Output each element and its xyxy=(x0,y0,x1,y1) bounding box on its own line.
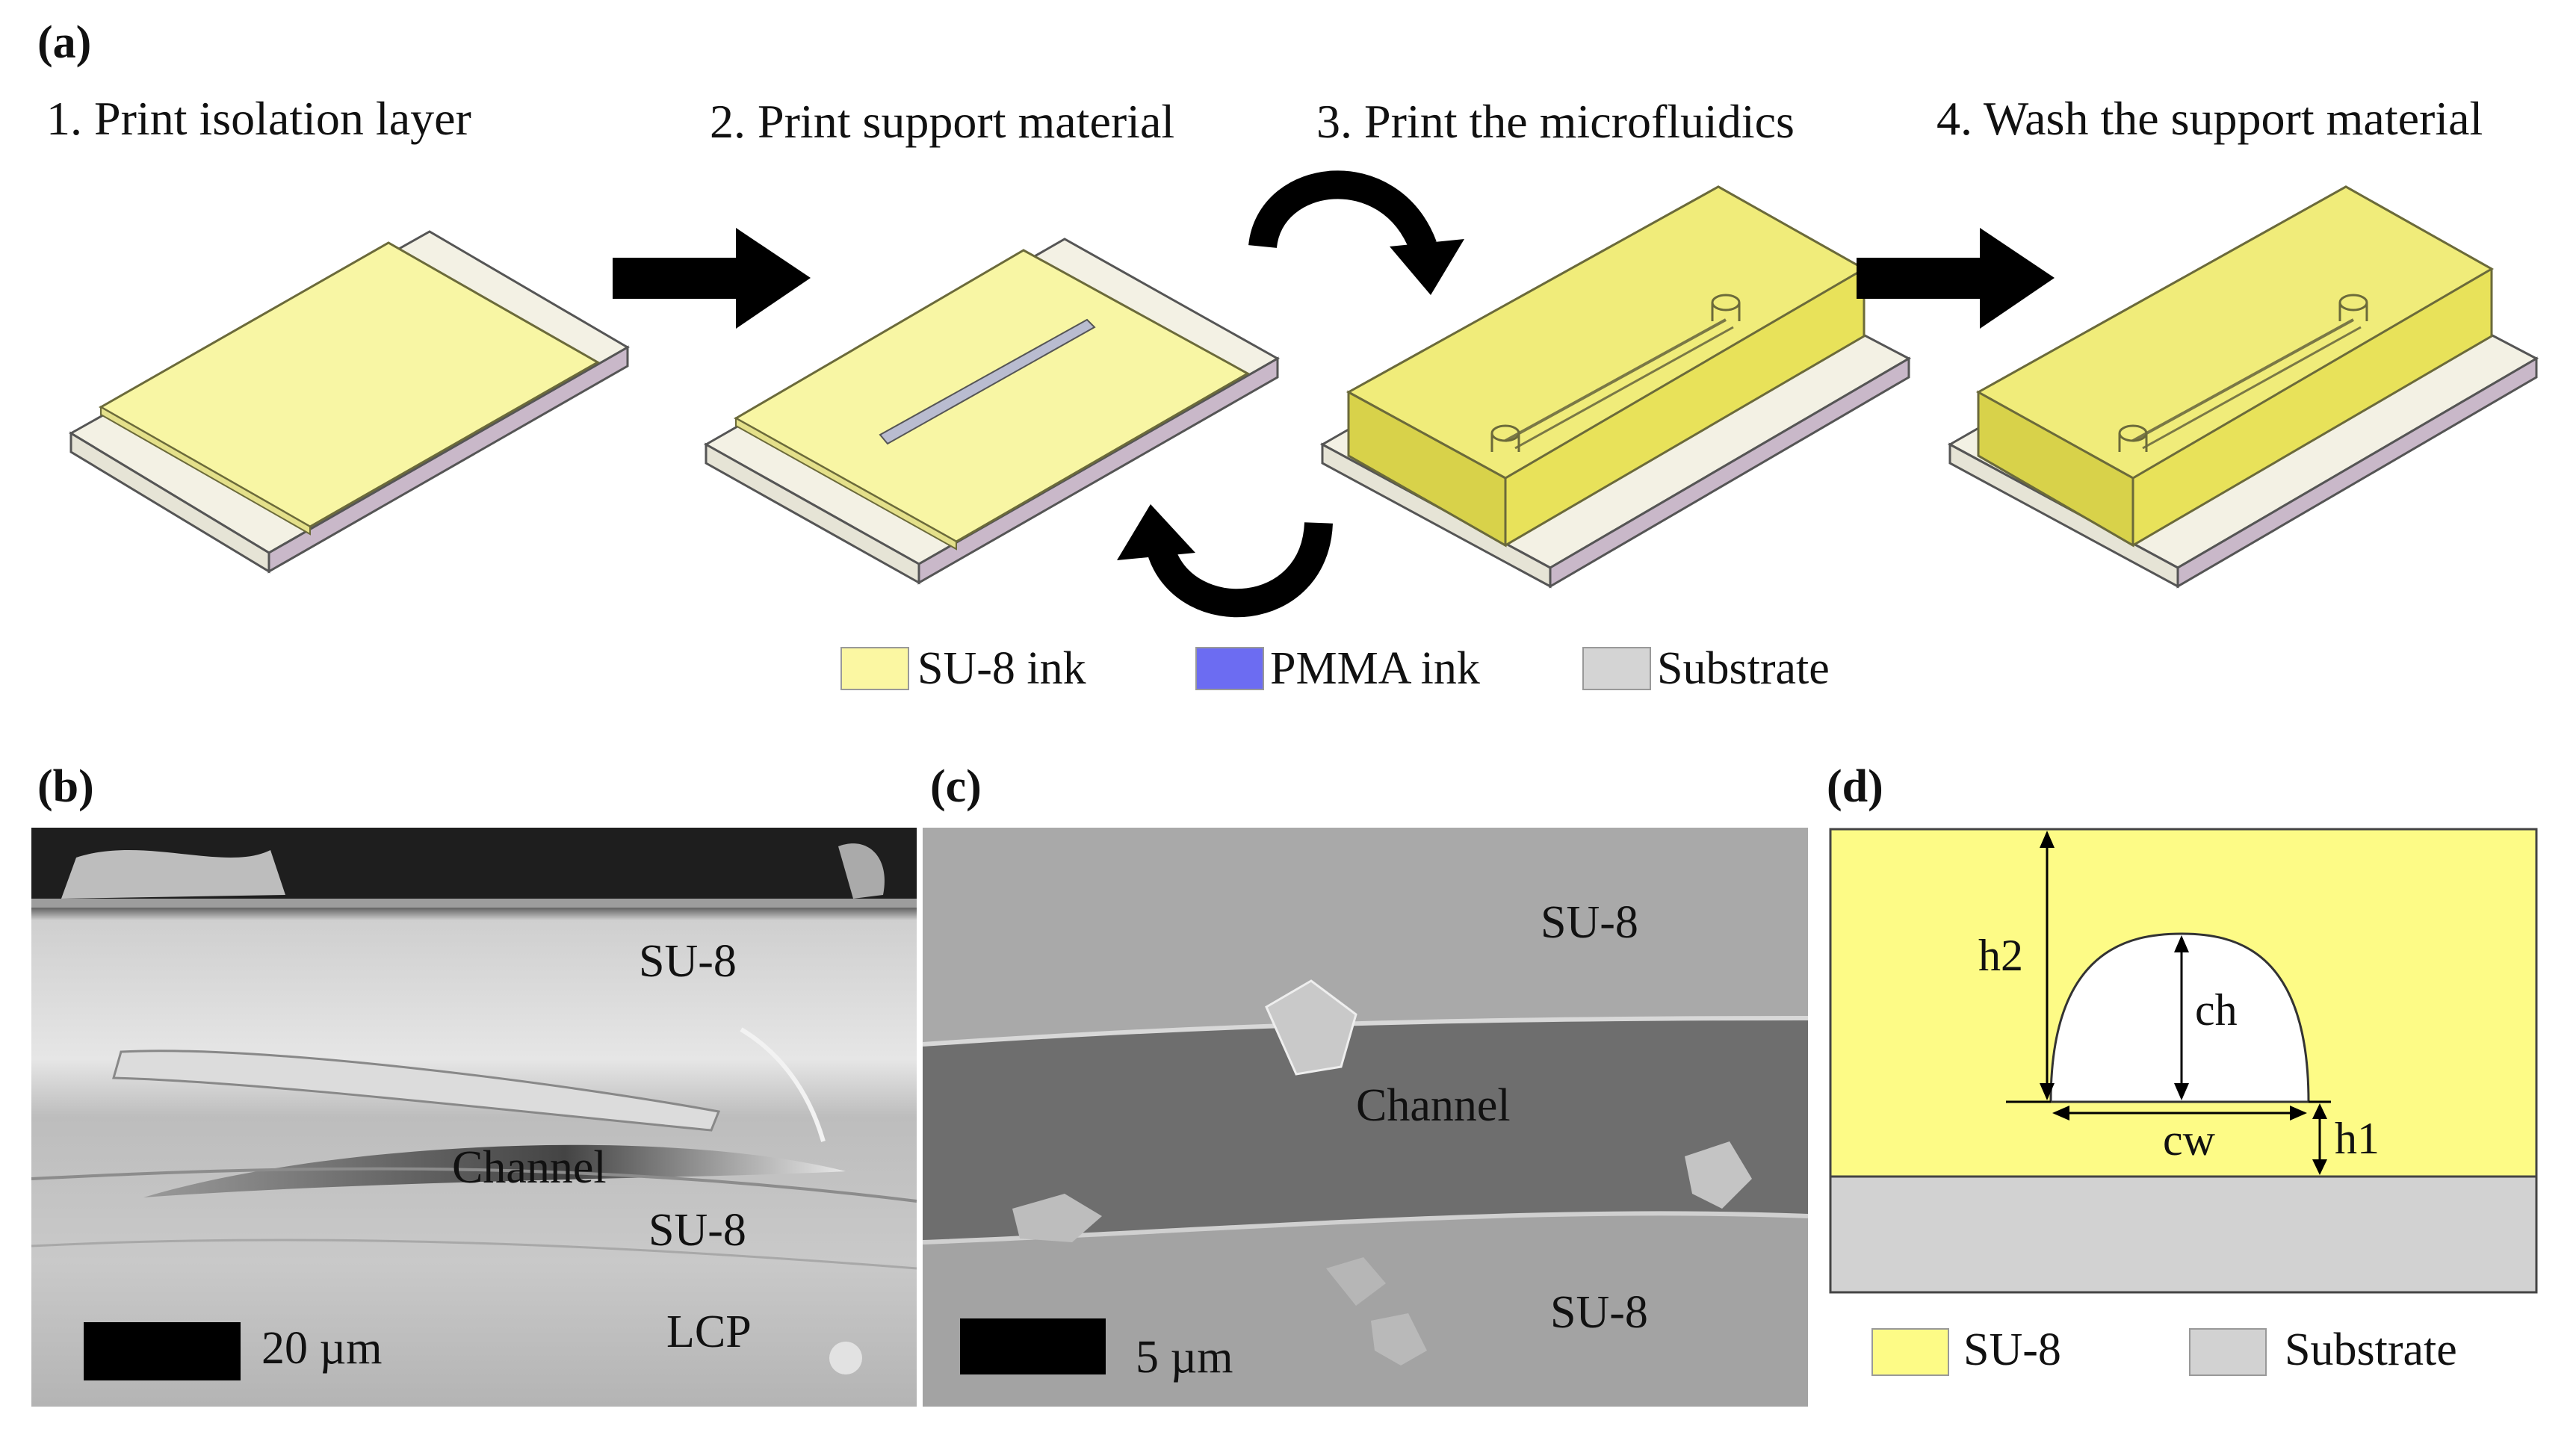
sem-c-label-su8-bottom: SU-8 xyxy=(1550,1287,1648,1338)
panel-c-label: (c) xyxy=(930,761,982,812)
sem-b-label-su8-top: SU-8 xyxy=(639,936,737,987)
legend-swatch-su8-ink xyxy=(840,647,909,690)
legend-swatch-substrate-d xyxy=(2189,1328,2267,1376)
legend-swatch-pmma-ink xyxy=(1195,647,1264,690)
scale-label-b: 20 µm xyxy=(261,1323,383,1374)
sem-c-label-channel: Channel xyxy=(1356,1080,1511,1131)
legend-label-substrate-d: Substrate xyxy=(2285,1324,2457,1375)
dim-label-cw: cw xyxy=(2163,1115,2215,1165)
sem-image-b xyxy=(31,828,917,1407)
step-3-title: 3. Print the microfluidics xyxy=(1316,95,1795,148)
legend-label-pmma-ink: PMMA ink xyxy=(1270,643,1480,694)
step-4-title: 4. Wash the support material xyxy=(1936,92,2483,145)
panel-a-label: (a) xyxy=(37,17,92,68)
dim-label-h2: h2 xyxy=(1978,931,2023,980)
sem-b-label-su8-bottom: SU-8 xyxy=(648,1205,746,1256)
legend-label-su8-ink: SU-8 ink xyxy=(917,643,1086,694)
legend-swatch-substrate xyxy=(1582,647,1651,690)
legend-label-su8: SU-8 xyxy=(1963,1324,2061,1375)
sem-b-label-channel: Channel xyxy=(452,1142,607,1193)
dim-label-h1: h1 xyxy=(2335,1114,2380,1163)
dim-label-ch: ch xyxy=(2195,985,2238,1035)
panel-d-label: (d) xyxy=(1827,761,1883,812)
sem-c-label-su8-top: SU-8 xyxy=(1541,897,1638,948)
legend-swatch-su8 xyxy=(1871,1328,1949,1376)
panel-b-label: (b) xyxy=(37,761,94,812)
step-1-title: 1. Print isolation layer xyxy=(46,92,471,145)
scale-label-c: 5 µm xyxy=(1136,1332,1233,1383)
sem-image-c xyxy=(922,828,1809,1407)
sem-b-label-lcp: LCP xyxy=(666,1307,752,1357)
legend-label-substrate: Substrate xyxy=(1657,643,1830,694)
scale-bar-c xyxy=(960,1318,1106,1374)
scale-bar-b xyxy=(84,1322,241,1380)
step-2-title: 2. Print support material xyxy=(710,95,1175,148)
